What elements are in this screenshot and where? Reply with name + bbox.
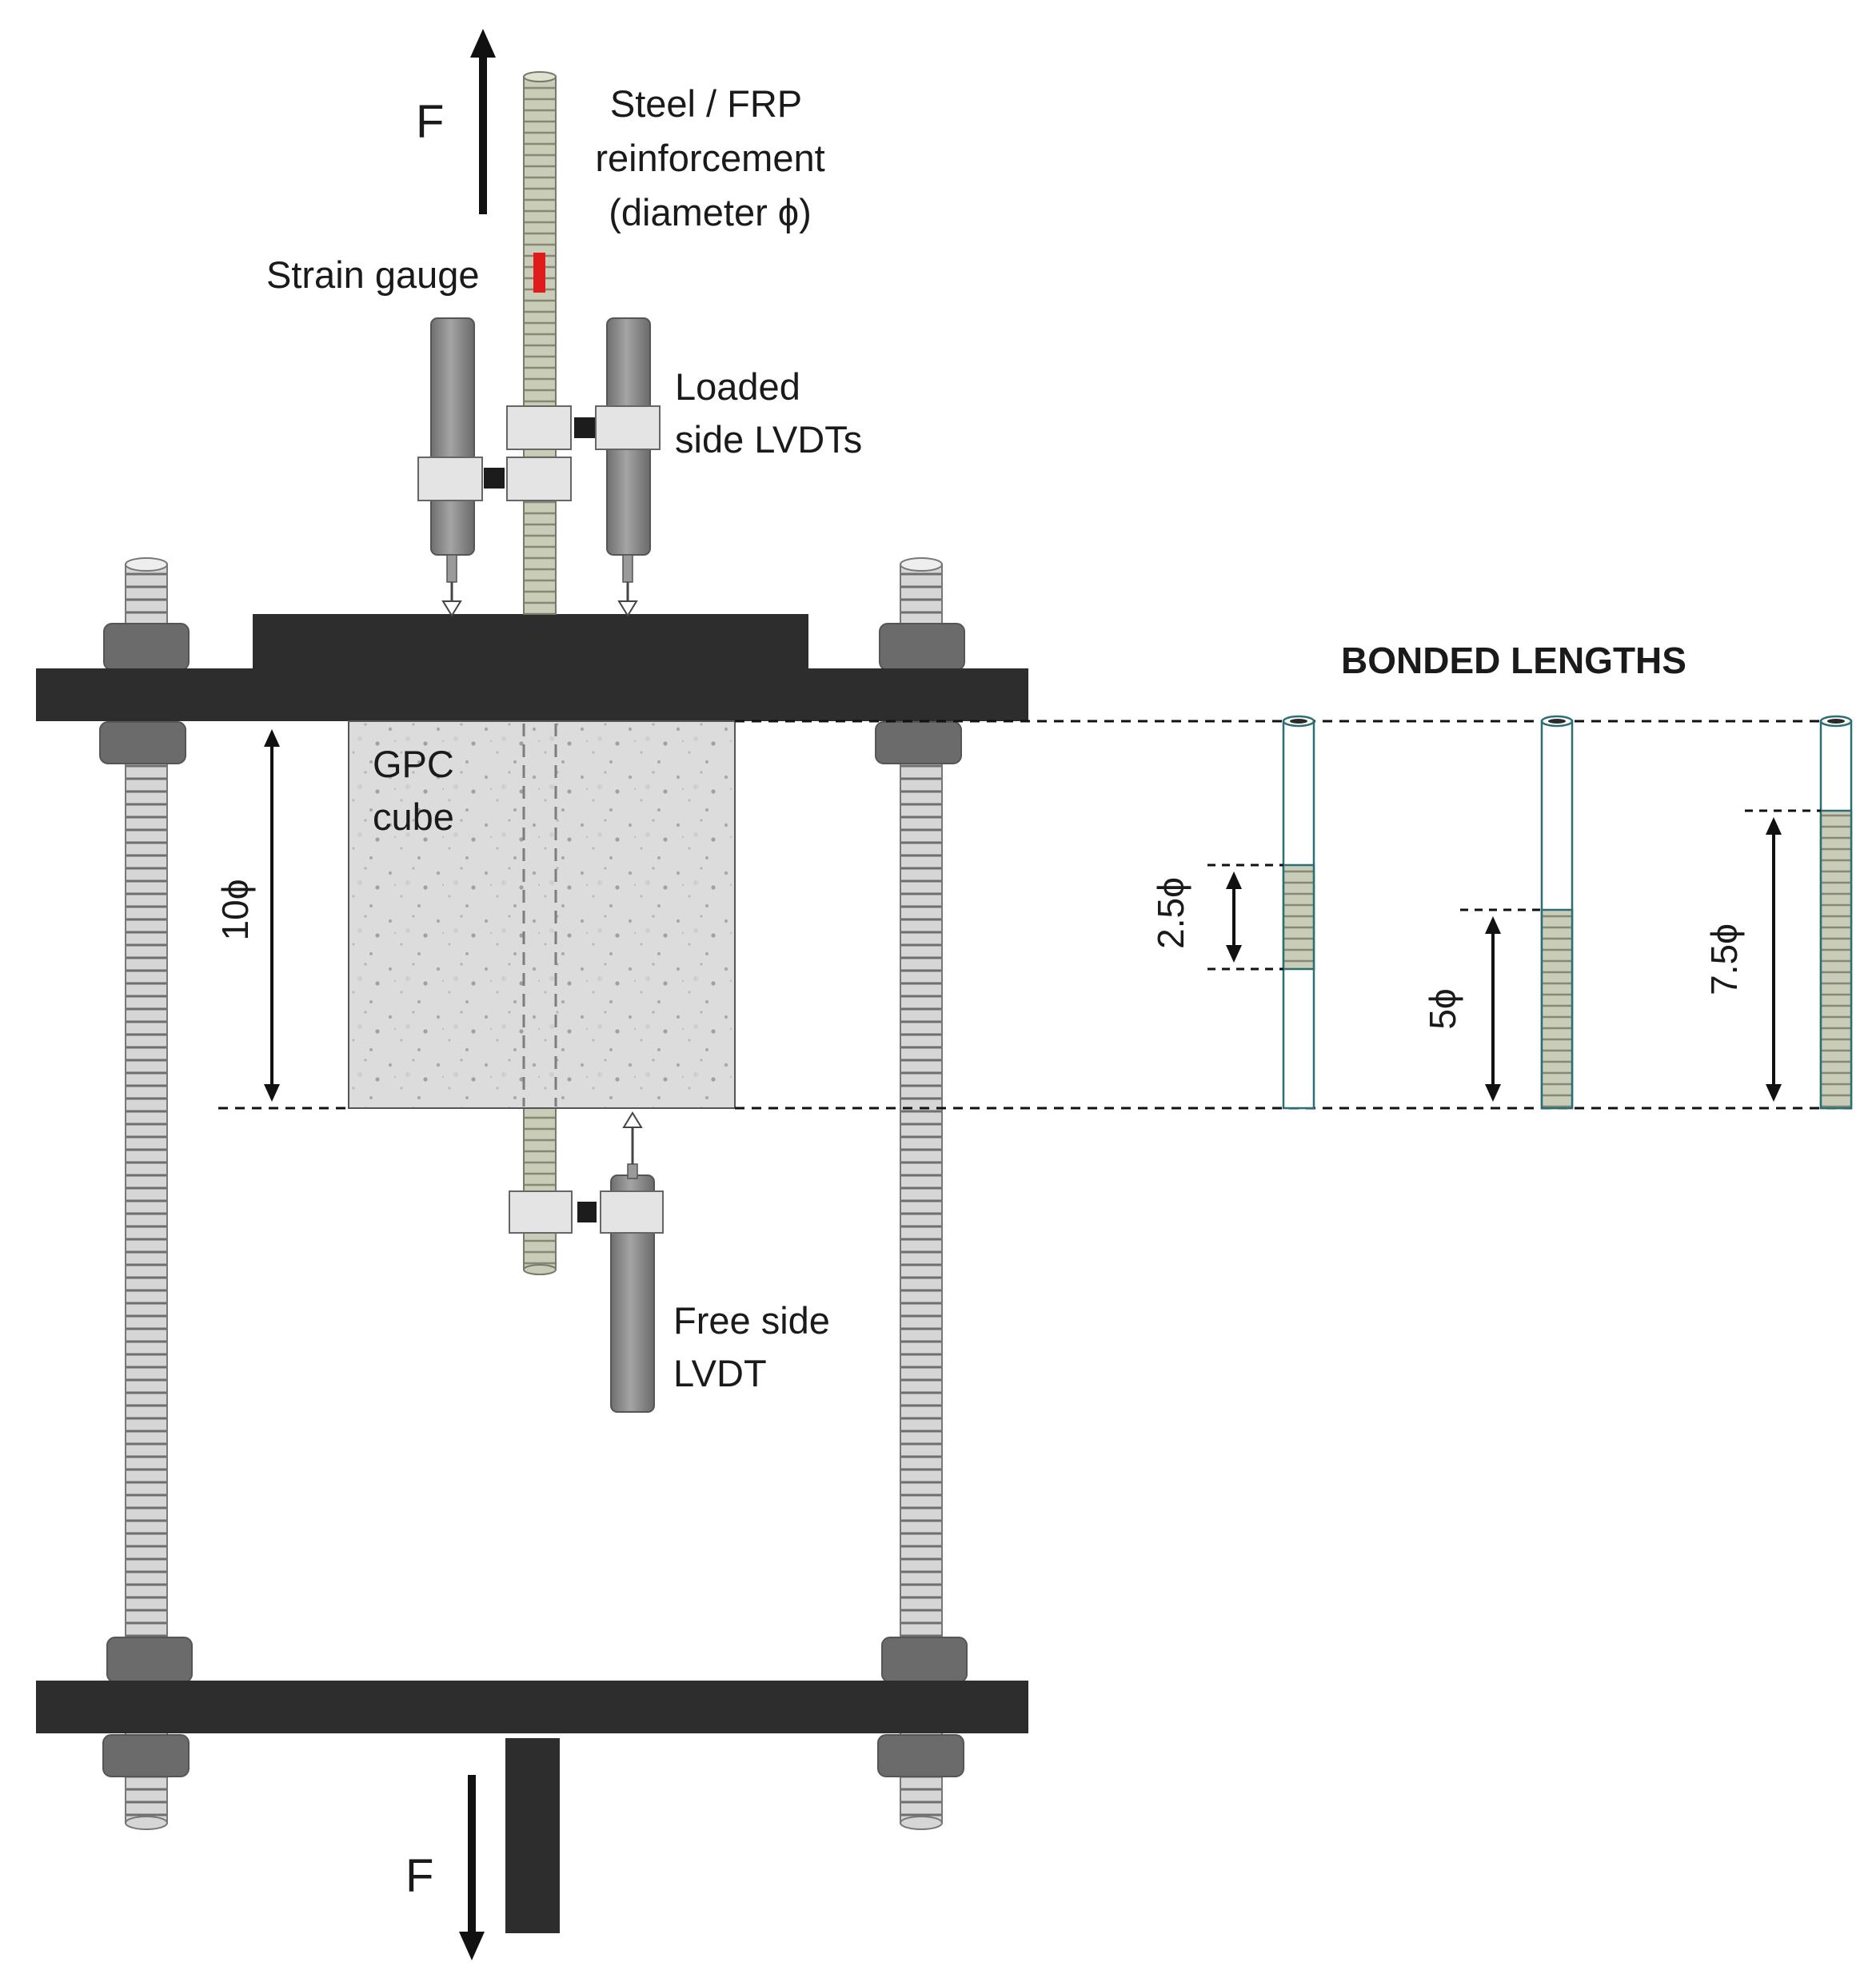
lvdt-clamps-loaded (417, 405, 661, 501)
free-side-lvdt (509, 1111, 664, 1413)
free-lvdt-label-line2: LVDT (673, 1352, 767, 1394)
gpc-cube (348, 720, 736, 1109)
bonded-specimen-1 (1207, 715, 1315, 1110)
nut-bottom-right-upper (881, 1637, 968, 1683)
force-label-top: F (416, 96, 444, 148)
nut-top-left-upper (103, 623, 190, 671)
force-arrow-down (459, 1775, 485, 1960)
free-lvdt-label-line1: Free side (673, 1299, 830, 1342)
cube-label-line1: GPC (373, 743, 454, 785)
nut-bottom-left-lower (102, 1734, 190, 1777)
bonded-specimen-2 (1460, 715, 1574, 1110)
force-arrow-up (470, 29, 496, 214)
rebar-label-line1: Steel / FRP (610, 82, 802, 125)
bottom-grip (505, 1738, 560, 1933)
bond-length-label-3: 7.5ϕ (1703, 923, 1745, 995)
nut-top-right-upper (879, 623, 965, 671)
nut-top-left-lower (99, 721, 186, 764)
loaded-lvdt-label-line1: Loaded (675, 365, 800, 408)
bond-length-label-2: 5ϕ (1422, 988, 1463, 1029)
loaded-lvdt-label-line2: side LVDTs (675, 418, 862, 461)
nut-top-right-lower (875, 721, 962, 764)
loading-plate (253, 614, 808, 668)
reinforcing-bar (523, 71, 557, 1275)
strain-gauge-label: Strain gauge (266, 253, 480, 296)
cube-label-line2: cube (373, 796, 454, 838)
bonded-lengths-title: BONDED LENGTHS (1341, 640, 1686, 681)
rebar-label-line2: reinforcement (595, 137, 824, 179)
bottom-plate (36, 1681, 1028, 1733)
force-label-bottom: F (405, 1850, 433, 1902)
rebar-label-line3: (diameter ϕ) (609, 191, 812, 233)
nut-bottom-right-lower (877, 1734, 964, 1777)
top-plate (36, 668, 1028, 721)
bonded-specimen-3 (1745, 715, 1853, 1110)
loaded-side-lvdt-right (606, 317, 651, 617)
threaded-rod-right (900, 557, 943, 1830)
threaded-rod-left (125, 557, 168, 1830)
embedment-length-label: 10ϕ (214, 879, 256, 941)
strain-gauge (533, 253, 545, 293)
nut-bottom-left-upper (106, 1637, 193, 1683)
embedment-dimension (218, 729, 349, 1110)
nuts (99, 623, 968, 1777)
bond-length-label-1: 2.5ϕ (1150, 877, 1191, 949)
